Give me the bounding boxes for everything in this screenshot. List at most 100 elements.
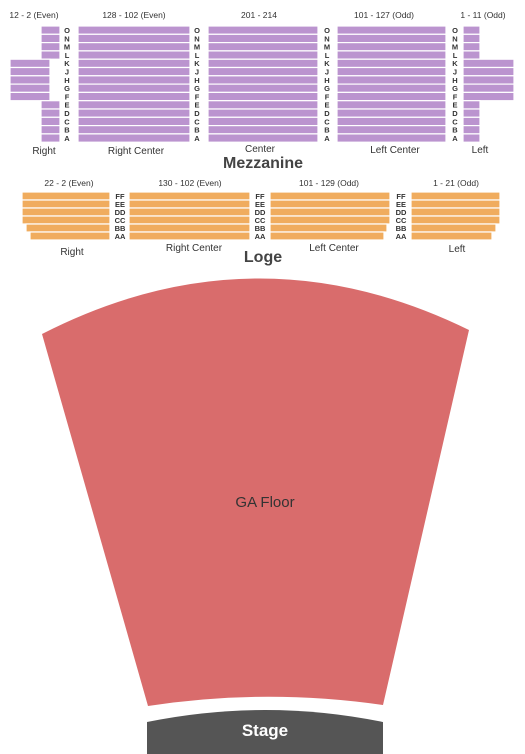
mezz-center-row-g[interactable] [207,83,319,93]
mezz-right-row-n[interactable] [40,33,61,44]
loge-left-center-row-dd[interactable] [269,207,391,217]
mezz-right-row-l[interactable] [40,50,61,60]
loge-left-center-row-ff[interactable] [269,191,391,201]
mezz-left-row-k[interactable] [462,58,515,69]
loge-right-center-row-dd[interactable] [128,207,251,217]
loge-left-center-row-aa[interactable] [269,231,385,241]
mezz-center-row-f[interactable] [207,91,319,102]
mezz-left-center-row-h[interactable] [336,75,447,85]
mezz-right-center-row-o[interactable] [77,25,191,35]
mezz-left-center-row-b[interactable] [336,124,447,135]
loge-section-left[interactable] [410,191,501,241]
loge-section-right[interactable] [21,191,111,241]
loge-right-row-aa[interactable] [29,231,111,241]
loge-right-row-bb[interactable] [25,223,111,233]
mezz-right-center-row-d[interactable] [77,108,191,118]
loge-section-right-center[interactable] [128,191,251,241]
loge-left-center-row-ee[interactable] [269,199,391,209]
loge-right-row-cc[interactable] [21,215,111,225]
mezz-left-row-h[interactable] [462,75,515,85]
mezz-right-row-o[interactable] [40,25,61,35]
mezz-left-row-f[interactable] [462,91,515,102]
loge-left-center-row-bb[interactable] [269,223,388,233]
mezz-right-row-c[interactable] [40,116,61,127]
loge-section-left-center[interactable] [269,191,391,241]
mezz-left-center-row-f[interactable] [336,91,447,102]
loge-right-row-dd[interactable] [21,207,111,217]
loge-left-center-row-cc[interactable] [269,215,391,225]
mezz-left-row-d[interactable] [462,108,481,118]
loge-right-center-row-ee[interactable] [128,199,251,209]
mezz-section-left-center[interactable] [336,25,447,143]
mezz-center-row-m[interactable] [207,41,319,52]
mezz-left-row-m[interactable] [462,41,481,52]
loge-left-row-cc[interactable] [410,215,501,225]
mezz-right-row-e[interactable] [40,100,61,110]
loge-left-row-ff[interactable] [410,191,501,201]
loge-left-row-bb[interactable] [410,223,497,233]
mezz-right-center-row-a[interactable] [77,133,191,143]
mezz-right-center-row-m[interactable] [77,41,191,52]
loge-left-row-aa[interactable] [410,231,493,241]
mezz-right-row-k[interactable] [9,58,51,69]
mezz-right-row-j[interactable] [9,66,51,77]
mezz-right-center-row-j[interactable] [77,66,191,77]
mezz-left-center-row-n[interactable] [336,33,447,44]
mezz-right-center-row-k[interactable] [77,58,191,69]
mezz-left-row-l[interactable] [462,50,481,60]
loge-left-row-dd[interactable] [410,207,501,217]
mezz-right-center-row-h[interactable] [77,75,191,85]
loge-right-row-ee[interactable] [21,199,111,209]
mezz-center-row-a[interactable] [207,133,319,143]
loge-right-center-row-ff[interactable] [128,191,251,201]
mezz-left-row-g[interactable] [462,83,515,93]
mezz-left-center-row-d[interactable] [336,108,447,118]
mezz-center-row-j[interactable] [207,66,319,77]
mezz-left-row-e[interactable] [462,100,481,110]
mezz-left-center-row-e[interactable] [336,100,447,110]
mezz-center-row-c[interactable] [207,116,319,127]
mezz-section-left[interactable] [462,25,515,143]
mezz-left-center-row-a[interactable] [336,133,447,143]
mezz-section-center[interactable] [207,25,319,143]
mezz-section-right-center[interactable] [77,25,191,143]
mezz-center-row-k[interactable] [207,58,319,69]
mezz-right-row-b[interactable] [40,124,61,135]
mezz-left-center-row-c[interactable] [336,116,447,127]
mezz-left-row-c[interactable] [462,116,481,127]
mezz-center-row-l[interactable] [207,50,319,60]
mezz-right-row-g[interactable] [9,83,51,93]
mezz-left-row-b[interactable] [462,124,481,135]
mezz-center-row-o[interactable] [207,25,319,35]
mezz-right-center-row-l[interactable] [77,50,191,60]
mezz-right-row-m[interactable] [40,41,61,52]
mezz-right-center-row-b[interactable] [77,124,191,135]
mezz-left-row-o[interactable] [462,25,481,35]
ga-floor-section[interactable] [42,278,469,706]
mezz-right-row-h[interactable] [9,75,51,85]
mezz-left-center-row-m[interactable] [336,41,447,52]
mezz-section-right[interactable] [9,25,61,143]
mezz-left-center-row-j[interactable] [336,66,447,77]
mezz-left-row-a[interactable] [462,133,481,143]
mezz-center-row-h[interactable] [207,75,319,85]
mezz-right-center-row-f[interactable] [77,91,191,102]
mezz-left-center-row-g[interactable] [336,83,447,93]
mezz-center-row-d[interactable] [207,108,319,118]
mezz-right-center-row-n[interactable] [77,33,191,44]
mezz-right-center-row-c[interactable] [77,116,191,127]
loge-right-center-row-aa[interactable] [128,231,251,241]
mezz-right-row-d[interactable] [40,108,61,118]
mezz-left-row-j[interactable] [462,66,515,77]
mezz-left-center-row-o[interactable] [336,25,447,35]
loge-right-row-ff[interactable] [21,191,111,201]
mezz-center-row-e[interactable] [207,100,319,110]
mezz-right-row-a[interactable] [40,133,61,143]
mezz-left-row-n[interactable] [462,33,481,44]
mezz-right-center-row-e[interactable] [77,100,191,110]
mezz-left-center-row-k[interactable] [336,58,447,69]
mezz-right-center-row-g[interactable] [77,83,191,93]
loge-right-center-row-cc[interactable] [128,215,251,225]
mezz-center-row-b[interactable] [207,124,319,135]
mezz-right-row-f[interactable] [9,91,51,102]
